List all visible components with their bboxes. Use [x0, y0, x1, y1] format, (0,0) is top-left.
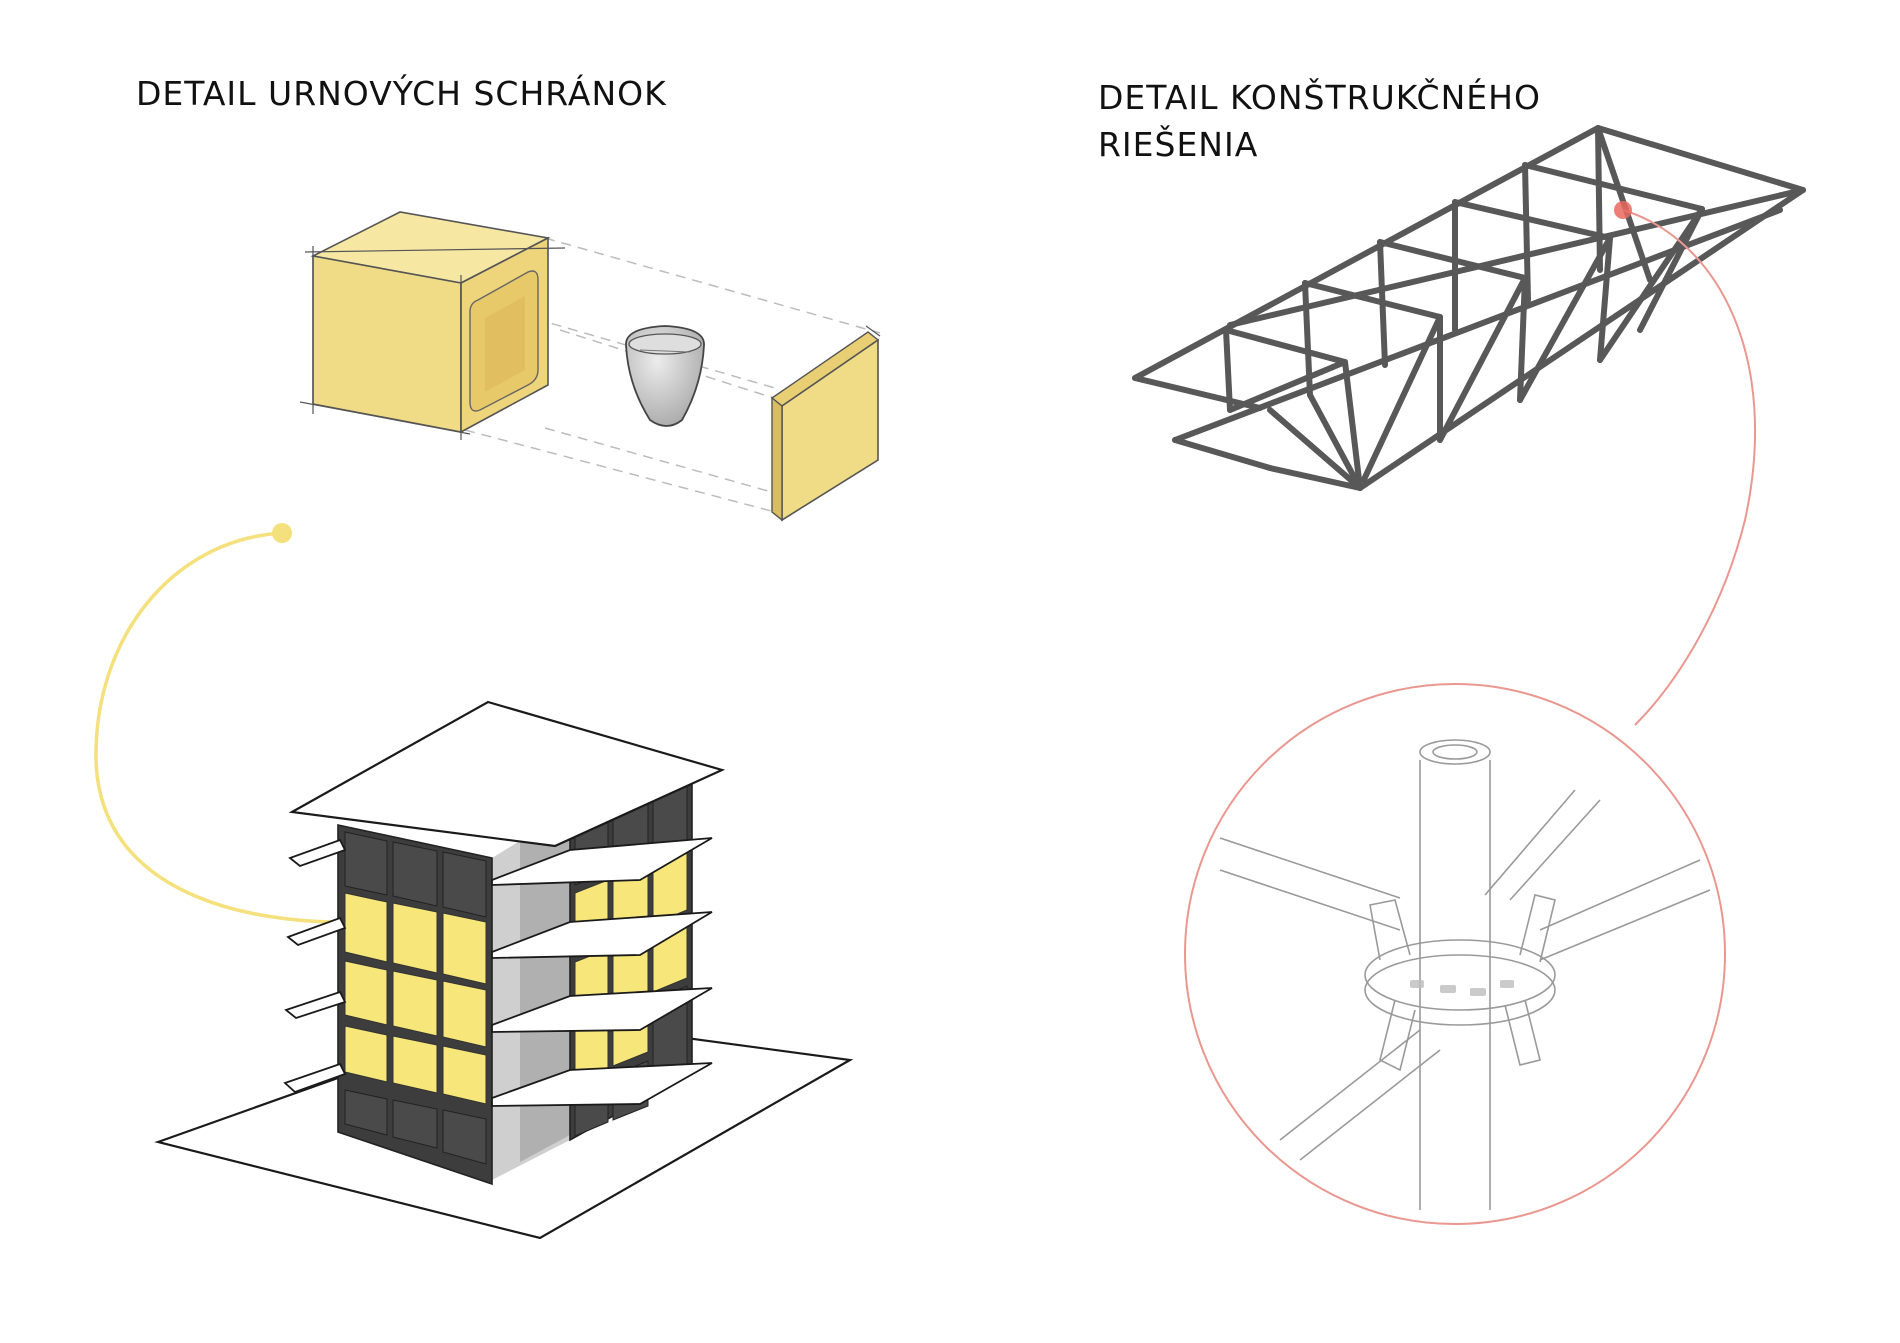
ringlock-joint-detail: [1184, 683, 1726, 1225]
columbarium-tower: [154, 700, 854, 1240]
urn-box-front-face: [312, 255, 462, 433]
urn-box-opening-inner: [485, 296, 525, 392]
yellow-connector-dot: [272, 523, 292, 543]
space-truss-frame: [1132, 125, 1806, 491]
joint-detail-circle: [1184, 683, 1726, 1225]
urn-box-lid-plate: [770, 325, 881, 522]
urn-icon: [625, 325, 705, 427]
red-connector-line: [1614, 201, 1757, 726]
yellow-connector-line: [94, 523, 341, 924]
explode-guide-lines: [464, 237, 881, 513]
right-diagram-title: DETAIL KONŠTRUKČNÉHO RIEŠENIA: [1098, 74, 1541, 168]
roof-slab: [288, 700, 726, 848]
floor-slabs: [283, 837, 713, 1107]
right-title-line-1: DETAIL KONŠTRUKČNÉHO: [1098, 78, 1541, 117]
urn-box-exploded-view: [299, 211, 881, 522]
red-joint-marker: [1614, 201, 1632, 219]
right-title-line-2: RIEŠENIA: [1098, 125, 1259, 164]
left-diagram-title: DETAIL URNOVÝCH SCHRÁNOK: [136, 74, 667, 113]
left-facade-dark-cells: [344, 831, 487, 1165]
left-facade-window-cells: [344, 892, 487, 1105]
